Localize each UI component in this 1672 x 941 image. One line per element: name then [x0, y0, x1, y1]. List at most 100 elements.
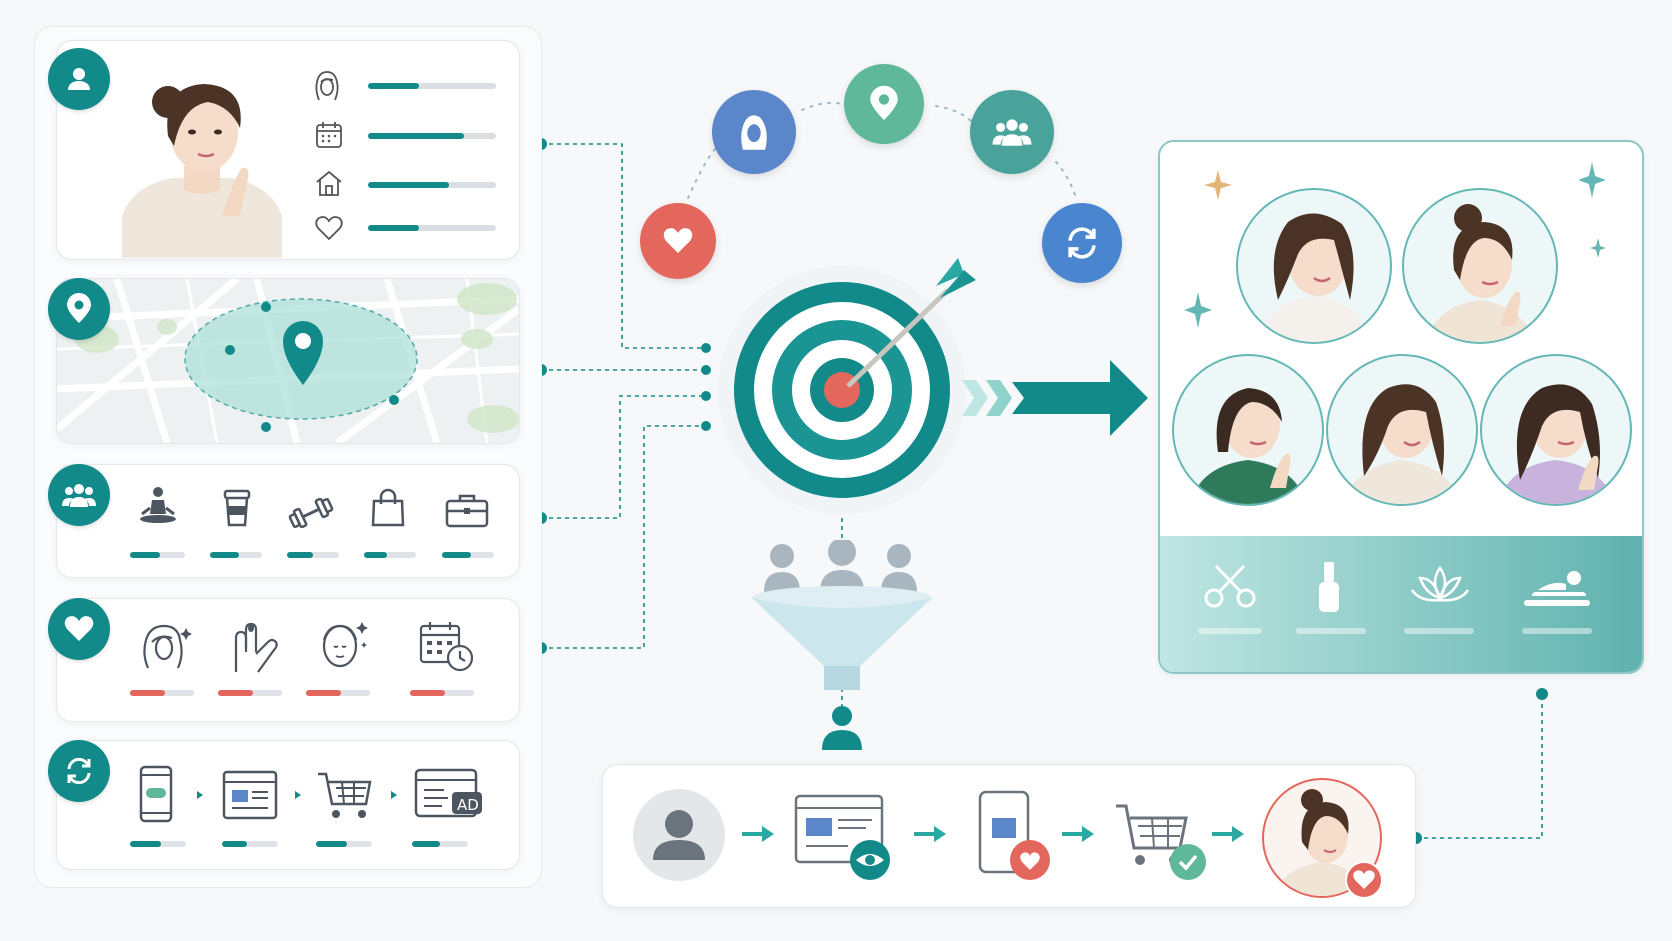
service-bar [1522, 628, 1592, 634]
attribute-bar-fill [368, 133, 464, 139]
chevron-right-icon [391, 791, 397, 799]
behavior-bar-fill [222, 841, 248, 847]
refresh-icon [1068, 227, 1096, 259]
heart-icon [64, 616, 94, 641]
shopping-bag-icon [371, 488, 405, 527]
journey-arrow-icon [1062, 826, 1094, 842]
audience-funnel [752, 540, 932, 750]
profile-badge [48, 48, 110, 110]
ad-label: AD [457, 796, 479, 814]
service-bar [1198, 628, 1262, 634]
sparkle-icon [1204, 170, 1232, 200]
audience-avatar [1326, 354, 1478, 506]
interest-bar-fill [130, 690, 166, 696]
interest-bar-track [218, 690, 282, 696]
output-arrow [962, 360, 1148, 436]
service-bar [1404, 628, 1474, 634]
shopping-cart-icon [318, 772, 372, 818]
mobile-heart-icon [978, 790, 1050, 880]
female-face-icon [315, 71, 339, 101]
behavior-bar-track [412, 841, 468, 847]
service-bar [1296, 628, 1366, 634]
attribute-bar-fill [368, 83, 420, 89]
sparkle-icon [1578, 162, 1606, 198]
yoga-icon [140, 487, 176, 523]
interest-panel [56, 598, 520, 722]
interest-bar-track [130, 690, 194, 696]
user-icon [68, 68, 90, 90]
user-avatar-icon [633, 789, 725, 881]
calendar-clock-icon [419, 622, 474, 672]
lifestyle-badge [48, 464, 110, 526]
audience-avatar [1236, 188, 1392, 344]
audience-avatar [1480, 354, 1632, 506]
behavior-bar-track [316, 841, 372, 847]
lifestyle-bar-track [287, 552, 339, 558]
journey-arrow-icon [914, 826, 946, 842]
location-pin-icon [870, 85, 898, 120]
female-face-icon [741, 115, 767, 150]
lifestyle-panel [56, 464, 520, 578]
lifestyle-bar-track [442, 552, 494, 558]
attribute-bar-track [368, 133, 496, 139]
mobile-app-icon [139, 765, 173, 823]
orbit-location-node [844, 64, 924, 144]
attribute-bar-fill [368, 225, 420, 231]
group-icon [992, 119, 1032, 146]
heart-icon [663, 228, 693, 253]
behavior-bar-fill [316, 841, 347, 847]
lifestyle-bar-track [130, 552, 185, 558]
chevron-right-icon [197, 791, 203, 799]
orbit-demographic-node [712, 90, 796, 174]
lifestyle-bar-fill [442, 552, 471, 558]
lifestyle-bar-track [210, 552, 262, 558]
attribute-bar-track [368, 225, 496, 231]
heart-outline-icon [315, 216, 343, 241]
audience-avatar [1172, 354, 1324, 506]
cart-check-icon [1116, 804, 1206, 880]
briefcase-icon [445, 494, 489, 528]
home-icon [316, 170, 342, 196]
heart-badge-icon [1345, 861, 1383, 899]
lotus-icon [1410, 565, 1470, 602]
scissors-icon [1204, 564, 1256, 608]
calendar-icon [316, 122, 342, 148]
location-pin-icon [67, 293, 91, 323]
behavior-panel [56, 740, 520, 870]
nail-polish-icon [1319, 562, 1339, 612]
profile-portrait [122, 84, 282, 258]
map-background [57, 279, 519, 443]
attribute-bar-track [368, 83, 496, 89]
lifestyle-bar-fill [210, 552, 239, 558]
location-badge [48, 278, 110, 340]
location-panel [56, 278, 520, 444]
face-care-icon [322, 622, 368, 668]
dumbbell-icon [288, 498, 334, 528]
lifestyle-bar-fill [364, 552, 388, 558]
ad-display-icon [414, 768, 482, 818]
interest-badge [48, 598, 110, 660]
attribute-bar-fill [368, 182, 449, 188]
journey-arrow-icon [742, 826, 774, 842]
hair-icon [143, 624, 192, 669]
interest-bar-fill [306, 690, 342, 696]
interest-bar-track [410, 690, 474, 696]
browser-eye-icon [794, 794, 890, 880]
behavior-bar-track [222, 841, 278, 847]
refresh-icon [67, 757, 91, 785]
orbit-group-node [970, 90, 1054, 174]
profile-panel [56, 40, 520, 260]
group-icon [62, 484, 96, 507]
target-bullseye [718, 258, 976, 514]
lifestyle-bar-fill [287, 552, 313, 558]
behavior-badge [48, 740, 110, 802]
interest-bar-track [306, 690, 370, 696]
lifestyle-bar-fill [130, 552, 161, 558]
audience-avatar [1402, 188, 1558, 344]
sparkle-icon [1184, 292, 1212, 328]
sparkle-icon [1590, 238, 1606, 258]
browser-window-icon [222, 770, 278, 820]
journey-arrow-icon [1212, 826, 1244, 842]
interest-bar-fill [218, 690, 254, 696]
orbit-heart-node [640, 203, 716, 279]
